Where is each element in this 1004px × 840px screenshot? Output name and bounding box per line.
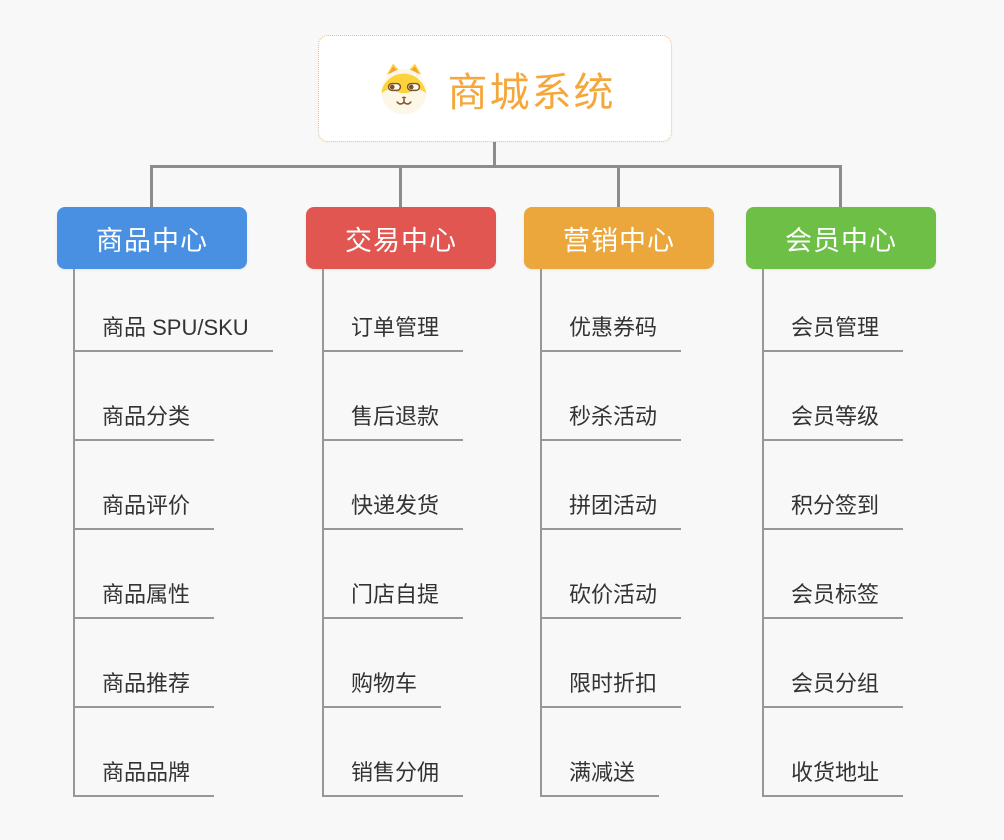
topic-node[interactable]: 会员管理 (764, 269, 984, 352)
topic-label: 收货地址 (764, 755, 904, 797)
topic-label: 购物车 (324, 666, 442, 708)
topic-label: 会员管理 (764, 310, 904, 352)
topic-node[interactable]: 售后退款 (324, 352, 544, 441)
branch-items-product: 商品 SPU/SKU 商品分类 商品评价 商品属性 商品推荐 商品品牌 (73, 269, 295, 797)
topic-label: 会员标签 (764, 577, 904, 619)
topic-label: 售后退款 (324, 399, 464, 441)
root-node[interactable]: 商城系统 (318, 35, 672, 142)
branch-items-member: 会员管理 会员等级 积分签到 会员标签 会员分组 收货地址 (762, 269, 984, 797)
topic-label: 商品推荐 (75, 666, 215, 708)
category-node-marketing[interactable]: 营销中心 (524, 207, 714, 269)
topic-node[interactable]: 满减送 (542, 708, 762, 797)
connector-drop-trade (399, 165, 402, 209)
topic-node[interactable]: 会员等级 (764, 352, 984, 441)
connector-drop-member (839, 165, 842, 209)
topic-label: 满减送 (542, 755, 660, 797)
dog-face-icon (375, 60, 433, 118)
root-title: 商城系统 (447, 70, 616, 115)
topic-label: 拼团活动 (542, 488, 682, 530)
topic-label: 商品评价 (75, 488, 215, 530)
topic-node[interactable]: 购物车 (324, 619, 544, 708)
topic-node[interactable]: 商品分类 (75, 352, 295, 441)
topic-node[interactable]: 砍价活动 (542, 530, 762, 619)
topic-label: 门店自提 (324, 577, 464, 619)
topic-label: 商品属性 (75, 577, 215, 619)
branch-member-center: 会员中心 会员管理 会员等级 积分签到 会员标签 会员分组 收货地址 (746, 207, 984, 797)
branch-items-trade: 订单管理 售后退款 快递发货 门店自提 购物车 销售分佣 (322, 269, 544, 797)
topic-label: 商品品牌 (75, 755, 215, 797)
topic-node[interactable]: 积分签到 (764, 441, 984, 530)
topic-label: 销售分佣 (324, 755, 464, 797)
category-node-product[interactable]: 商品中心 (57, 207, 247, 269)
topic-node[interactable]: 商品评价 (75, 441, 295, 530)
connector-drop-product (150, 165, 153, 209)
topic-node[interactable]: 销售分佣 (324, 708, 544, 797)
topic-node[interactable]: 收货地址 (764, 708, 984, 797)
topic-label: 商品分类 (75, 399, 215, 441)
topic-node[interactable]: 订单管理 (324, 269, 544, 352)
topic-label: 会员分组 (764, 666, 904, 708)
connector-drop-marketing (617, 165, 620, 209)
topic-label: 秒杀活动 (542, 399, 682, 441)
connector-root-stem (493, 142, 496, 168)
topic-node[interactable]: 限时折扣 (542, 619, 762, 708)
topic-label: 积分签到 (764, 488, 904, 530)
topic-node[interactable]: 会员分组 (764, 619, 984, 708)
topic-node[interactable]: 商品品牌 (75, 708, 295, 797)
category-node-trade[interactable]: 交易中心 (306, 207, 496, 269)
topic-label: 限时折扣 (542, 666, 682, 708)
topic-label: 快递发货 (324, 488, 464, 530)
topic-node[interactable]: 会员标签 (764, 530, 984, 619)
category-node-member[interactable]: 会员中心 (746, 207, 936, 269)
topic-node[interactable]: 秒杀活动 (542, 352, 762, 441)
topic-node[interactable]: 商品 SPU/SKU (75, 269, 295, 352)
branch-items-marketing: 优惠券码 秒杀活动 拼团活动 砍价活动 限时折扣 满减送 (540, 269, 762, 797)
topic-node[interactable]: 商品推荐 (75, 619, 295, 708)
topic-node[interactable]: 门店自提 (324, 530, 544, 619)
topic-label: 会员等级 (764, 399, 904, 441)
topic-node[interactable]: 商品属性 (75, 530, 295, 619)
branch-trade-center: 交易中心 订单管理 售后退款 快递发货 门店自提 购物车 销售分佣 (306, 207, 544, 797)
topic-label: 砍价活动 (542, 577, 682, 619)
topic-node[interactable]: 快递发货 (324, 441, 544, 530)
topic-label: 订单管理 (324, 310, 464, 352)
topic-node[interactable]: 拼团活动 (542, 441, 762, 530)
topic-label: 优惠券码 (542, 310, 682, 352)
branch-marketing-center: 营销中心 优惠券码 秒杀活动 拼团活动 砍价活动 限时折扣 满减送 (524, 207, 762, 797)
branch-product-center: 商品中心 商品 SPU/SKU 商品分类 商品评价 商品属性 商品推荐 商品品牌 (57, 207, 295, 797)
topic-node[interactable]: 优惠券码 (542, 269, 762, 352)
topic-label: 商品 SPU/SKU (75, 310, 273, 352)
connector-horizontal-bar (150, 165, 842, 168)
